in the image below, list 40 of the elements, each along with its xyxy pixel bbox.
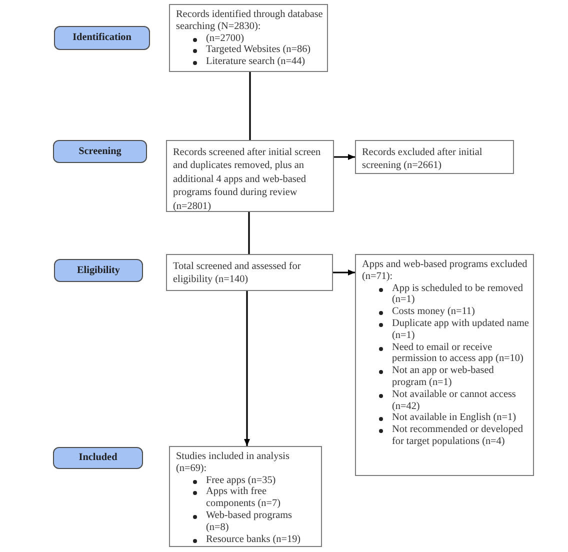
process-box: [166, 254, 333, 291]
box-text: Studies included in analysis (n=69):: [176, 451, 290, 475]
list-item-text: Need to email or receive permission to access app (n=10): [392, 342, 524, 366]
list-item-text: Costs money (n=11): [392, 306, 475, 318]
list-item-text: Free apps (n=35): [206, 474, 276, 486]
list-item-text: Not available or cannot access (n=42): [392, 388, 517, 412]
connector-arrow: [333, 270, 355, 276]
list-item-text: Literature search (n=44): [206, 56, 306, 68]
stage-pill: [53, 447, 143, 469]
list-item-text: App is scheduled to be removed (n=1): [392, 282, 524, 306]
box-text: Records screened after initial screen and duplicates removed, plus an additional 4 apps and web-based programs found during review (n=2801): [173, 146, 322, 214]
connector-arrow: [334, 154, 355, 160]
list-item-text: Duplicate app with updated name (n=1): [392, 318, 529, 342]
list-item-text: Resource banks (n=19): [206, 534, 301, 546]
connector-arrow: [244, 291, 250, 446]
connector-line: [249, 72, 251, 140]
stage-pill: [53, 140, 147, 163]
process-box: [166, 140, 334, 212]
list-item-text: Apps with free components (n=7): [206, 486, 282, 510]
list-item-text: Targeted Websites (n=86): [206, 44, 311, 56]
list-item-text: (n=2700): [206, 32, 244, 44]
box-text: Apps and web-based programs excluded (n=71):: [362, 259, 528, 283]
stage-title: Eligibility: [76, 264, 120, 276]
box-text: Total screened and assessed for eligibility (n=140): [173, 260, 302, 287]
process-box: [355, 254, 534, 476]
list-item-text: Web-based programs (n=8): [206, 510, 294, 534]
stage-title: Screening: [78, 146, 122, 158]
list-item-text: Not available in English (n=1): [392, 412, 516, 424]
list-item-text: Not an app or web-based program (n=1): [392, 365, 495, 389]
stage-title: Identification: [72, 32, 132, 44]
list-item-text: Not recommended or developed for target populations (n=4): [392, 424, 524, 448]
stage-pill: [54, 26, 150, 50]
process-box: [169, 4, 328, 72]
process-box: [355, 140, 514, 174]
process-box: [169, 446, 322, 547]
connector-line: [248, 212, 250, 254]
box-text: Records excluded after initial screening (n=2661): [362, 146, 484, 173]
stage-title: Included: [78, 452, 118, 464]
box-text: Records identified through database searching (N=2830):: [176, 9, 323, 33]
stage-pill: [54, 259, 143, 282]
